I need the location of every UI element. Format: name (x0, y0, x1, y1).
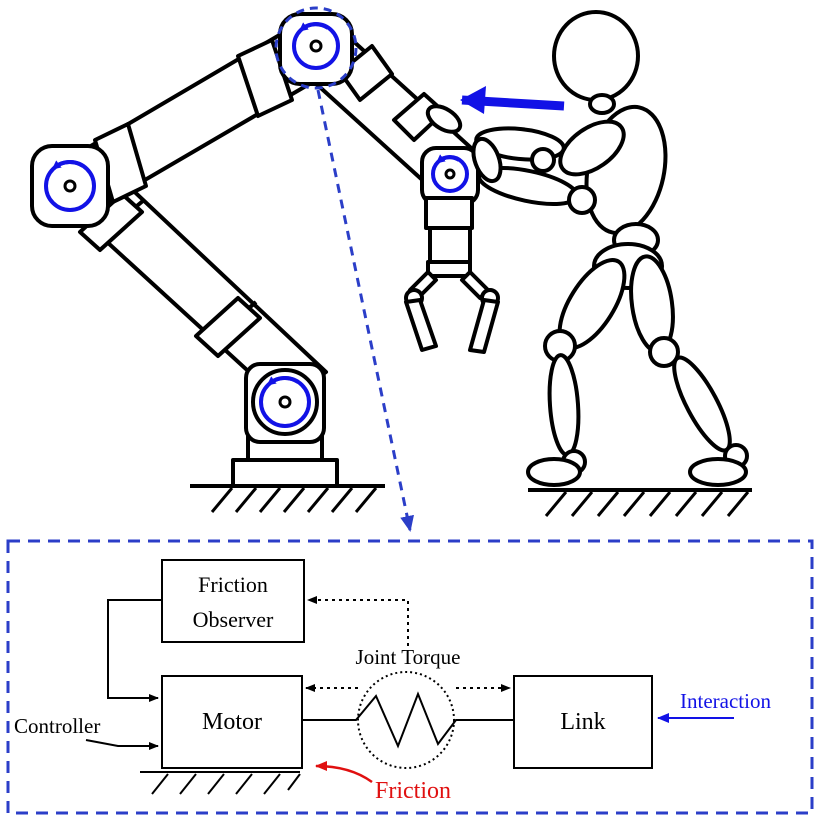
motor-ground-icon (140, 771, 301, 795)
friction-label: Friction (375, 778, 451, 804)
friction-arrow (315, 761, 373, 784)
motor-block (161, 675, 303, 769)
zoom-pointer-line (316, 89, 414, 532)
friction-observer-label-2: Observer (193, 607, 274, 632)
link-block (513, 675, 653, 769)
gripper-icon (404, 260, 500, 354)
joint-indicators (44, 22, 469, 428)
friction-observer-block (161, 559, 305, 643)
spring-icon (302, 671, 514, 769)
motor-label: Motor (202, 709, 262, 735)
zoom-detail-box (6, 539, 814, 815)
link-label: Link (560, 709, 605, 735)
robot-arm-icon (30, 12, 482, 513)
joint-torque-label: Joint Torque (356, 645, 461, 669)
torque-feedback-arrow (307, 596, 409, 646)
friction-observer-label-1: Friction (198, 572, 268, 597)
push-arrow-head (460, 86, 486, 114)
highlight-circle (274, 6, 358, 90)
interaction-label: Interaction (680, 689, 771, 713)
observer-feedback-arrow (107, 599, 162, 702)
controller-label: Controller (14, 714, 100, 738)
controller-input-arrow (85, 739, 159, 750)
human-figure-icon (425, 10, 752, 517)
